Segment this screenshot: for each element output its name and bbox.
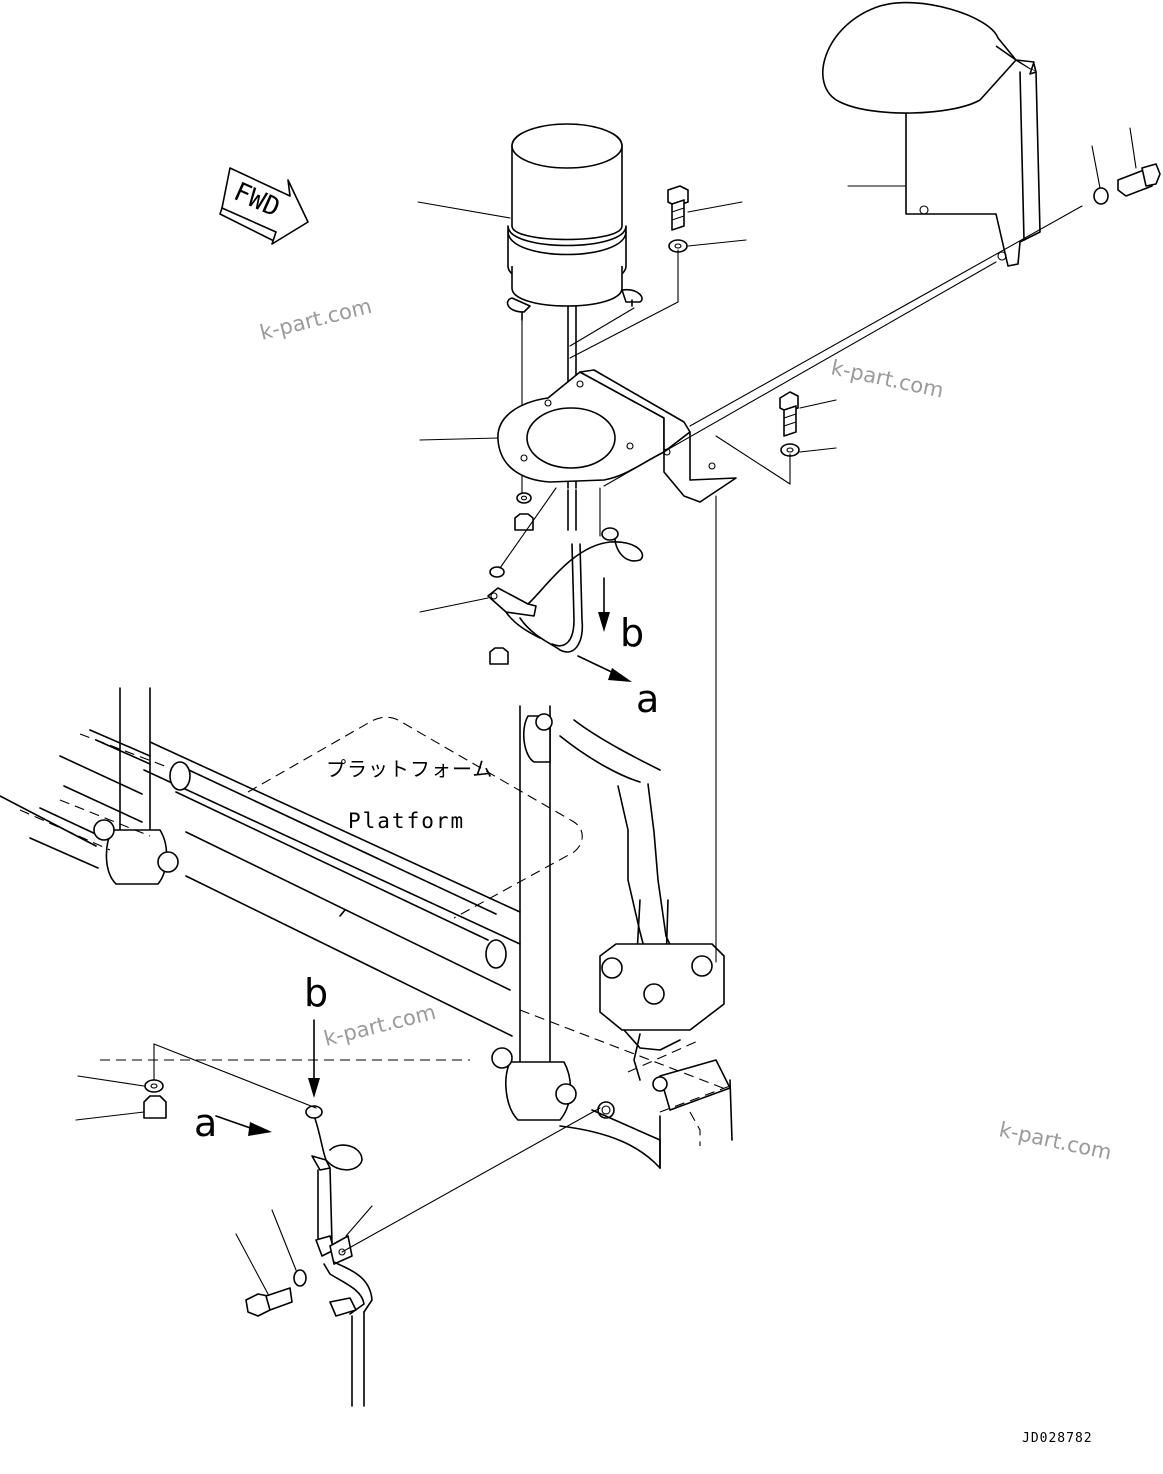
lower-ground-wire	[305, 1105, 373, 1407]
bolt-guard	[1093, 163, 1161, 205]
ground-wire	[487, 527, 644, 653]
watermark: k-part.com	[829, 355, 946, 402]
watermark: k-part.com	[321, 1000, 438, 1051]
fwd-arrow-icon: FWD	[219, 167, 309, 245]
leader-lines	[75, 127, 1137, 1295]
watermark: k-part.com	[997, 1117, 1114, 1164]
lamp-washer-nut-set	[489, 492, 534, 665]
bolt-upper-right	[779, 391, 800, 457]
lamp-guard	[822, 1, 1041, 267]
platform-outline	[247, 716, 583, 919]
platform-label-jp: プラットフォーム	[326, 757, 493, 781]
lower-washer-nut	[143, 1079, 167, 1119]
bolt-upper-left	[667, 185, 689, 253]
ref-label-b-upper: b	[620, 611, 644, 655]
ref-label-a-upper: a	[636, 677, 659, 721]
ref-arrows	[215, 577, 632, 1136]
lamp-bracket	[497, 369, 737, 503]
drawing-code: JD028782	[1022, 1431, 1093, 1446]
ref-label-b-lower: b	[304, 971, 328, 1015]
watermark: k-part.com	[257, 294, 374, 345]
platform-label-en: Platform	[348, 809, 465, 833]
ref-label-a-lower: a	[194, 1101, 217, 1145]
lower-bolt	[245, 1269, 307, 1317]
machine-frame	[0, 687, 733, 1169]
